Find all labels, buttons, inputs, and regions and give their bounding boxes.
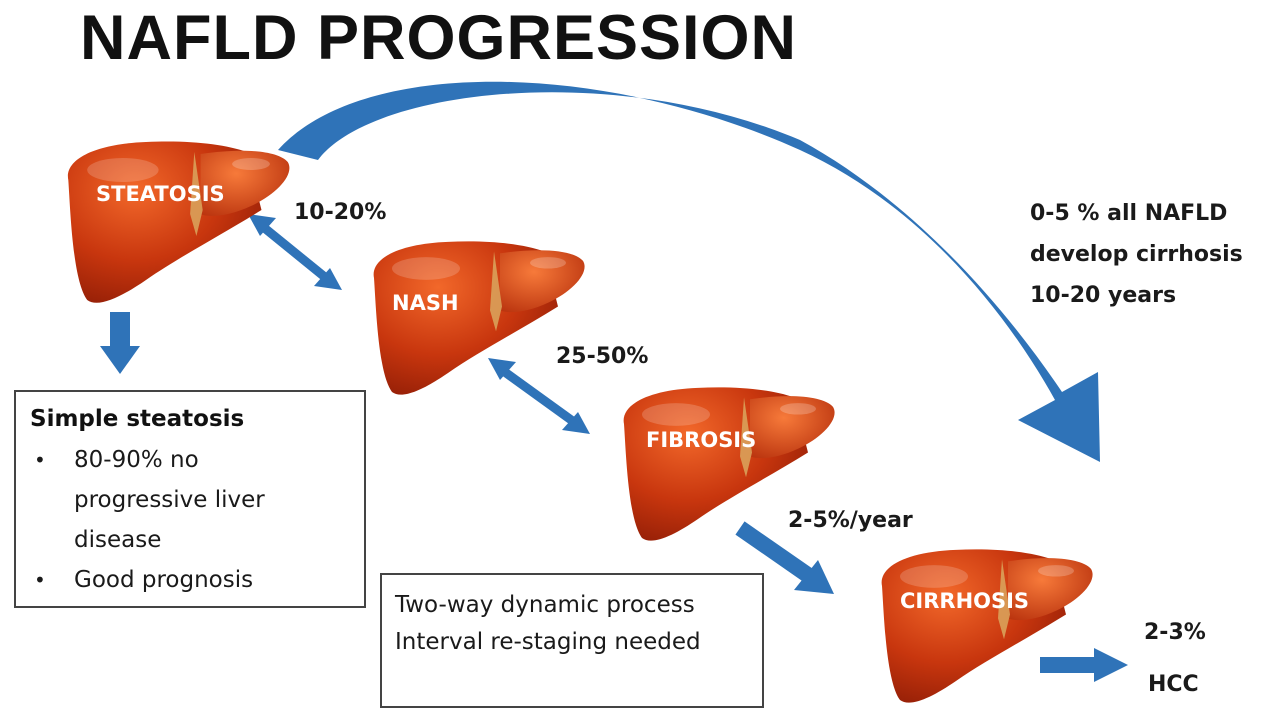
arrow-cirrhosis-hcc: [1040, 648, 1128, 682]
liver-nash: [373, 241, 585, 395]
simple-steatosis-title: Simple steatosis: [30, 406, 245, 432]
simple-steatosis-box: Simple steatosis 80-90% no progressive l…: [14, 390, 366, 608]
page-title: NAFLD PROGRESSION: [80, 3, 798, 73]
rate-fibrosis-cirrhosis: 2-5%/year: [788, 508, 913, 533]
rate-nash-fibrosis: 25-50%: [556, 344, 649, 369]
big-curved-arrow: [278, 81, 1100, 463]
stage-label-nash: NASH: [392, 291, 459, 315]
arrow-steatosis-nash: [248, 214, 342, 290]
simple-steatosis-list: 80-90% no progressive liver disease Good…: [30, 440, 364, 600]
list-item: Good prognosis: [30, 560, 324, 600]
cirrhosis-note: 0-5 % all NAFLD develop cirrhosis 10-20 …: [1030, 193, 1243, 316]
process-note-box: Two-way dynamic process Interval re-stag…: [380, 573, 764, 708]
cirrhosis-note-line: 10-20 years: [1030, 283, 1177, 308]
cirrhosis-note-line: 0-5 % all NAFLD: [1030, 201, 1228, 226]
arrow-nash-fibrosis: [488, 358, 590, 434]
stage-label-fibrosis: FIBROSIS: [646, 428, 756, 452]
list-item: 80-90% no progressive liver disease: [30, 440, 324, 560]
process-note-line: Interval re-staging needed: [395, 629, 701, 655]
liver-cirrhosis: [881, 549, 1093, 703]
arrow-fibrosis-cirrhosis: [735, 521, 834, 594]
rate-cirrhosis-hcc: 2-3%: [1144, 620, 1206, 645]
process-note-line: Two-way dynamic process: [395, 592, 695, 618]
stage-label-cirrhosis: CIRRHOSIS: [900, 589, 1029, 613]
stage-label-steatosis: STEATOSIS: [96, 182, 225, 206]
hcc-label: HCC: [1148, 672, 1199, 697]
rate-steatosis-nash: 10-20%: [294, 200, 387, 225]
cirrhosis-note-line: develop cirrhosis: [1030, 242, 1243, 267]
arrow-steatosis-down: [100, 312, 140, 374]
